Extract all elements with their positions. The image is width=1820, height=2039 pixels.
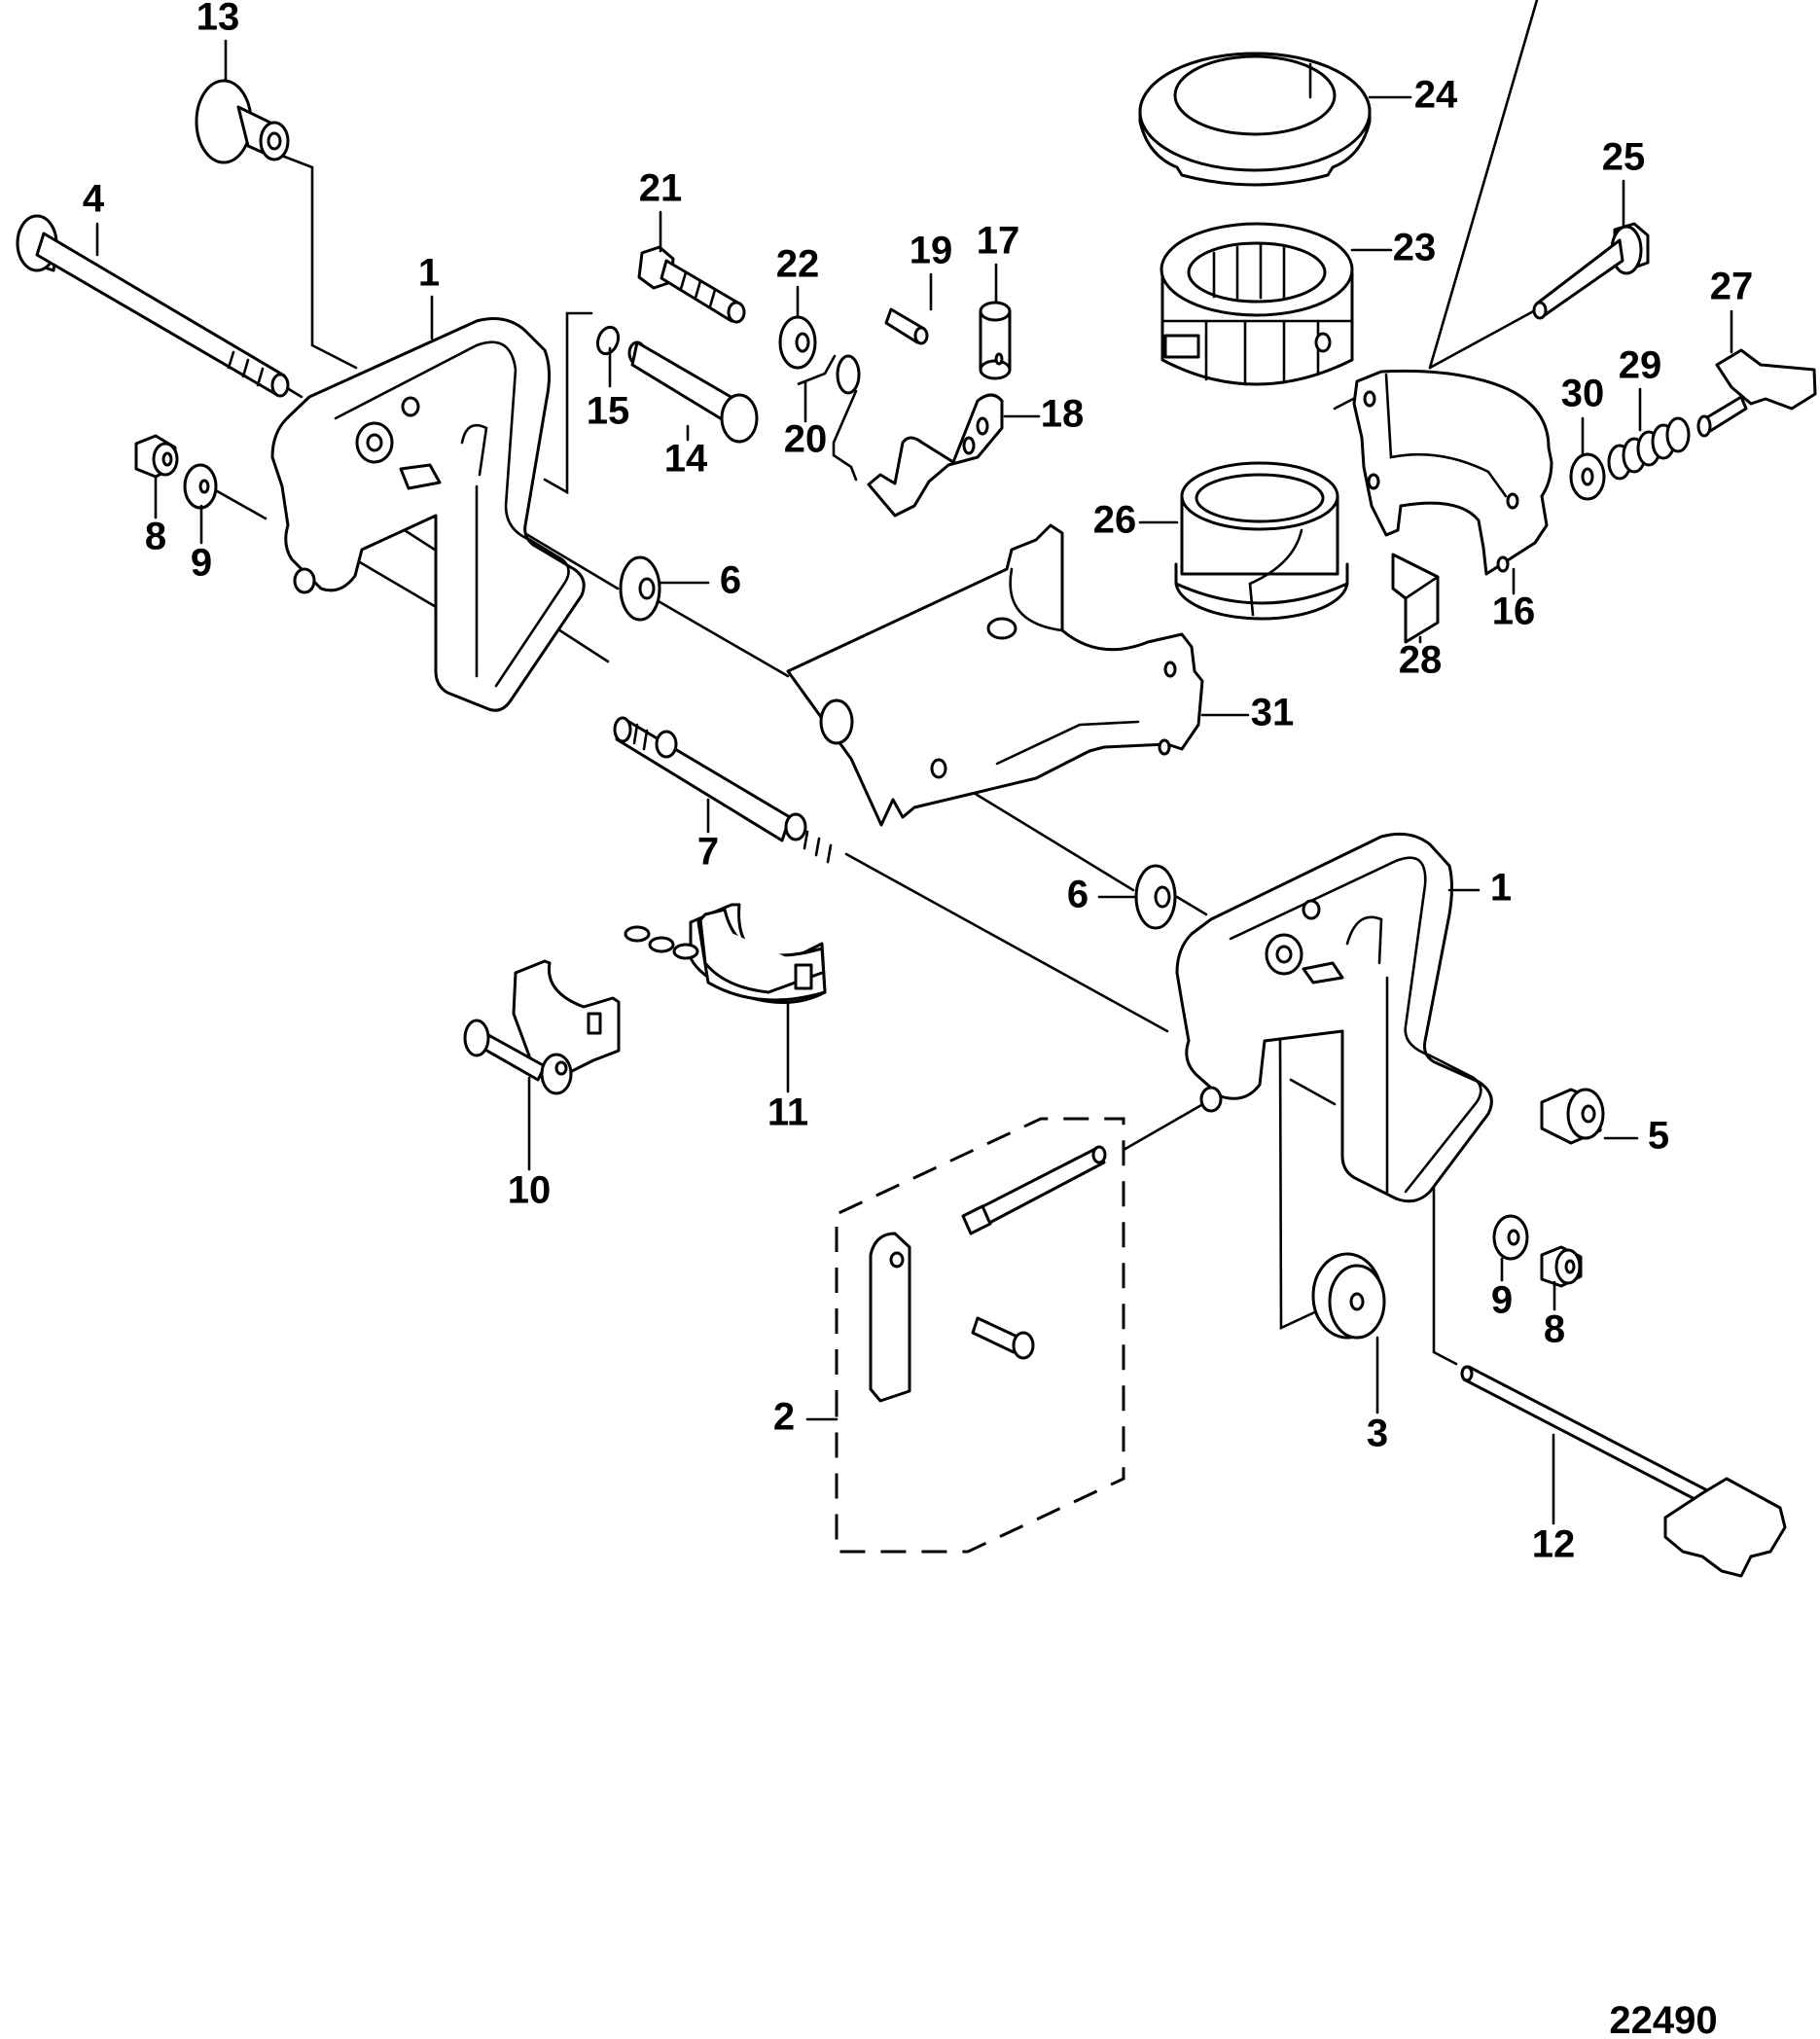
callout-labels: 13 4 1 15 14 21 22 20 19 17 18 24 23 25 … (83, 0, 1753, 1566)
callout-leaders (95, 39, 1733, 1525)
callout-21: 21 (639, 167, 683, 210)
part-18-lever[interactable] (867, 393, 1004, 518)
callout-14: 14 (664, 438, 708, 481)
part-10-bracket[interactable] (463, 959, 621, 1095)
part-15-o-ring[interactable] (594, 324, 622, 356)
part-29-spring[interactable] (1607, 416, 1691, 481)
part-1-clamp-bracket-right[interactable] (1175, 832, 1493, 1203)
callout-10: 10 (508, 1169, 552, 1212)
part-16-clamp[interactable] (1352, 369, 1553, 576)
callout-23: 23 (1393, 227, 1437, 269)
part-26-flanged-bushing[interactable] (1174, 461, 1349, 621)
callout-24: 24 (1414, 74, 1458, 117)
callout-3: 3 (1367, 1413, 1388, 1455)
part-13-pin[interactable] (195, 79, 290, 164)
callout-16: 16 (1492, 590, 1536, 633)
callout-5: 5 (1648, 1115, 1669, 1158)
callout-11: 11 (767, 1091, 808, 1134)
part-24-ring-seal[interactable] (1138, 52, 1372, 187)
part-25-bolt[interactable] (1532, 222, 1650, 320)
callout-20: 20 (784, 418, 828, 461)
part-27-thumb-screw[interactable] (1696, 348, 1817, 438)
part-11-half-clamp[interactable] (624, 903, 827, 1004)
part-28-wedge[interactable] (1391, 553, 1440, 644)
callout-31: 31 (1251, 692, 1295, 734)
callout-8-right: 8 (1544, 1308, 1565, 1351)
part-12-rod[interactable] (1460, 1365, 1787, 1578)
callout-4: 4 (83, 178, 105, 221)
part-8-nut-right[interactable] (1540, 1245, 1583, 1288)
part-3-bumper[interactable] (1311, 1252, 1386, 1340)
part-7-stud[interactable] (613, 716, 833, 864)
callout-27: 27 (1710, 266, 1754, 308)
part-9-washer-left[interactable] (183, 463, 218, 510)
callout-15: 15 (587, 390, 630, 433)
part-22-washer[interactable] (778, 315, 817, 370)
callout-26: 26 (1093, 499, 1137, 542)
callout-2: 2 (773, 1396, 795, 1439)
callout-28: 28 (1399, 639, 1443, 682)
part-6-washer-lower[interactable] (1134, 864, 1177, 930)
callout-6-upper: 6 (720, 559, 741, 602)
callout-6-lower: 6 (1067, 874, 1088, 916)
callout-17: 17 (977, 220, 1020, 263)
callout-8-left: 8 (145, 516, 166, 558)
callout-19: 19 (910, 230, 953, 272)
part-20-spring[interactable] (797, 354, 861, 482)
part-9-washer-right[interactable] (1492, 1214, 1529, 1261)
part-30-washer[interactable] (1569, 452, 1606, 501)
part-1-clamp-bracket-left[interactable] (270, 317, 586, 712)
part-2-kit-group[interactable] (835, 1117, 1125, 1554)
callout-9-right: 9 (1491, 1279, 1513, 1322)
callout-18: 18 (1041, 393, 1085, 436)
part-23-bushing[interactable] (1160, 222, 1354, 386)
callout-13: 13 (196, 0, 240, 39)
callout-7: 7 (697, 831, 719, 874)
part-5-nut[interactable] (1540, 1088, 1605, 1145)
part-19-roll-pin[interactable] (884, 307, 929, 345)
part-31-swivel-bracket[interactable] (786, 523, 1204, 827)
callout-9-left: 9 (191, 542, 212, 585)
callout-1-lower: 1 (1490, 867, 1512, 910)
part-14-pin[interactable] (627, 340, 759, 444)
part-21-bolt[interactable] (637, 245, 746, 324)
part-6-washer-upper[interactable] (619, 555, 661, 622)
callout-22: 22 (776, 243, 820, 286)
part-17-cylinder[interactable] (979, 301, 1012, 380)
callout-12: 12 (1532, 1523, 1576, 1566)
callout-30: 30 (1561, 373, 1605, 415)
callout-25: 25 (1602, 136, 1646, 179)
callout-29: 29 (1619, 344, 1662, 387)
part-4-bolt[interactable] (16, 214, 290, 398)
figure-number: 22490 (1609, 1999, 1717, 2039)
callout-1-upper: 1 (418, 252, 440, 295)
part-8-nut-left[interactable] (134, 434, 179, 479)
